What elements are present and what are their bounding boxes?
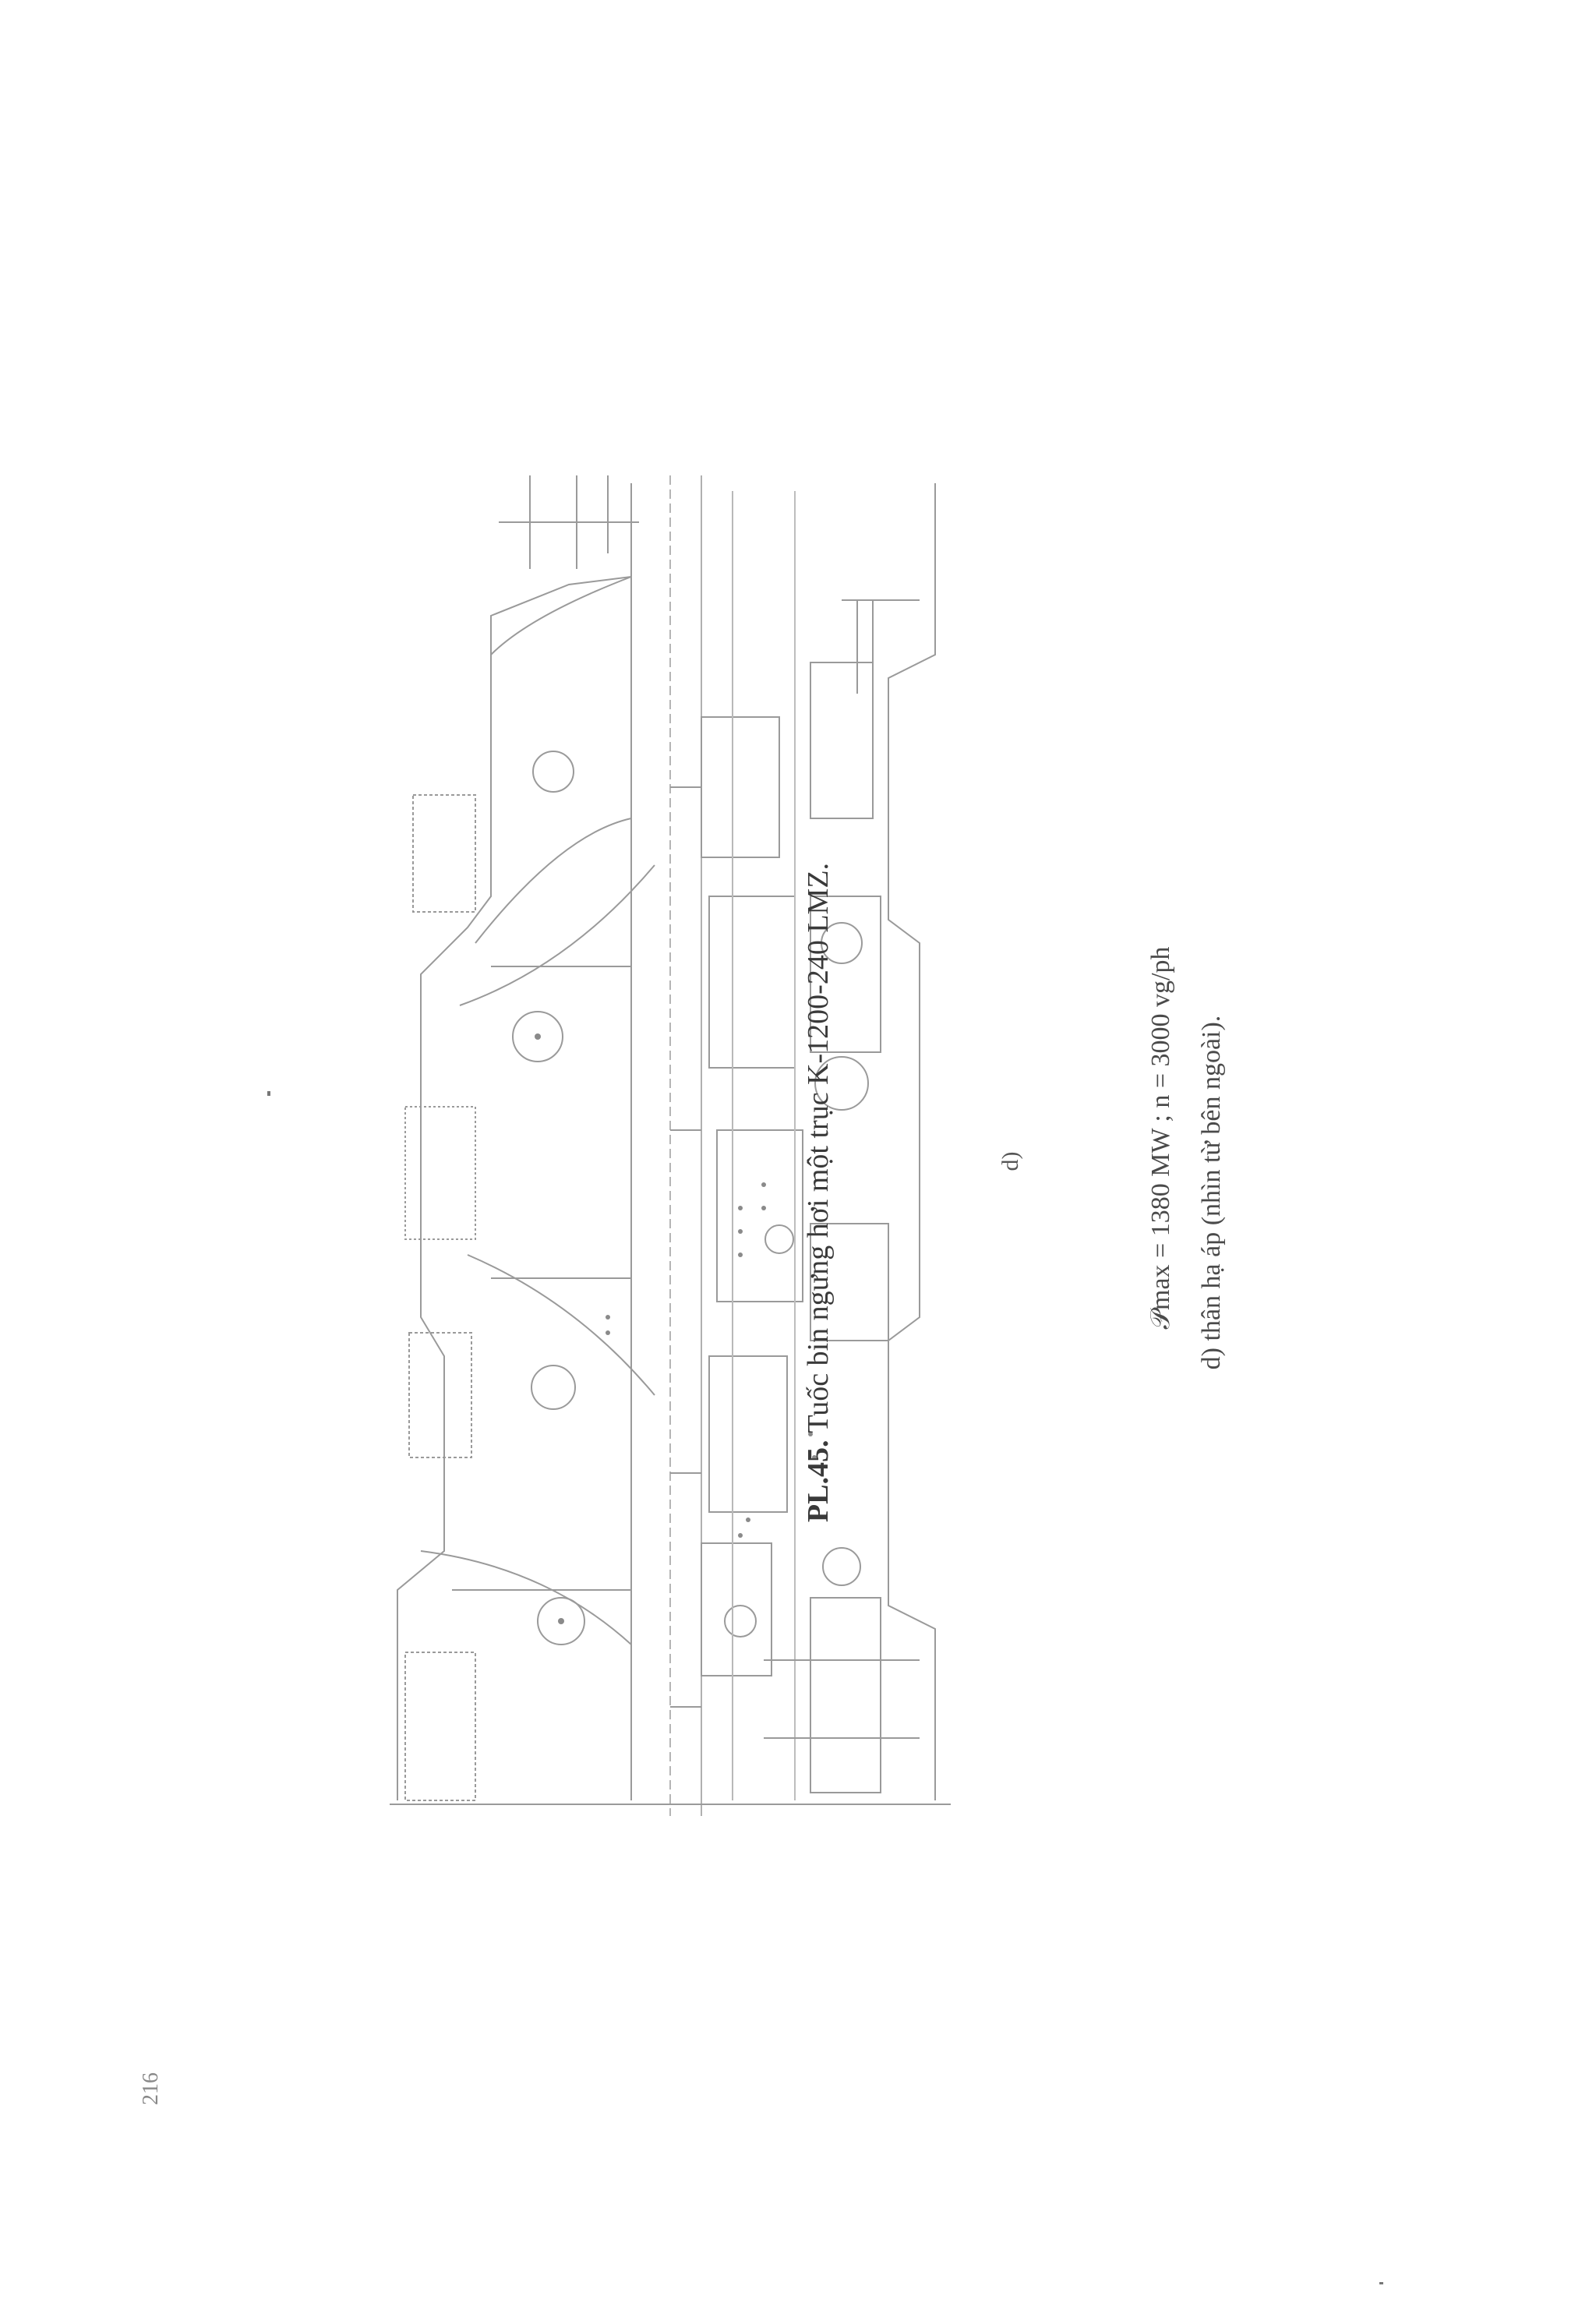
turbine-engineering-drawing (390, 475, 951, 1816)
scan-speck (1379, 2282, 1383, 2284)
figure-sublabel: d) (998, 1151, 1023, 1171)
page-number: 216 (139, 2072, 163, 2105)
figure-caption-detail: d) thân hạ áp (nhìn từ bên ngoài). (1197, 1015, 1226, 1370)
figure-title: Tuốc bin ngưng hơi một trục K-1200-240 L… (802, 862, 835, 1433)
figure-number: PL.45. (802, 1440, 835, 1523)
figure-caption-title: PL.45. Tuốc bin ngưng hơi một trục K-120… (795, 608, 842, 1777)
scan-speck (267, 1091, 270, 1096)
figure-caption-params: 𝒫max = 1380 MW ; n = 3000 vg/ph (1146, 946, 1175, 1330)
